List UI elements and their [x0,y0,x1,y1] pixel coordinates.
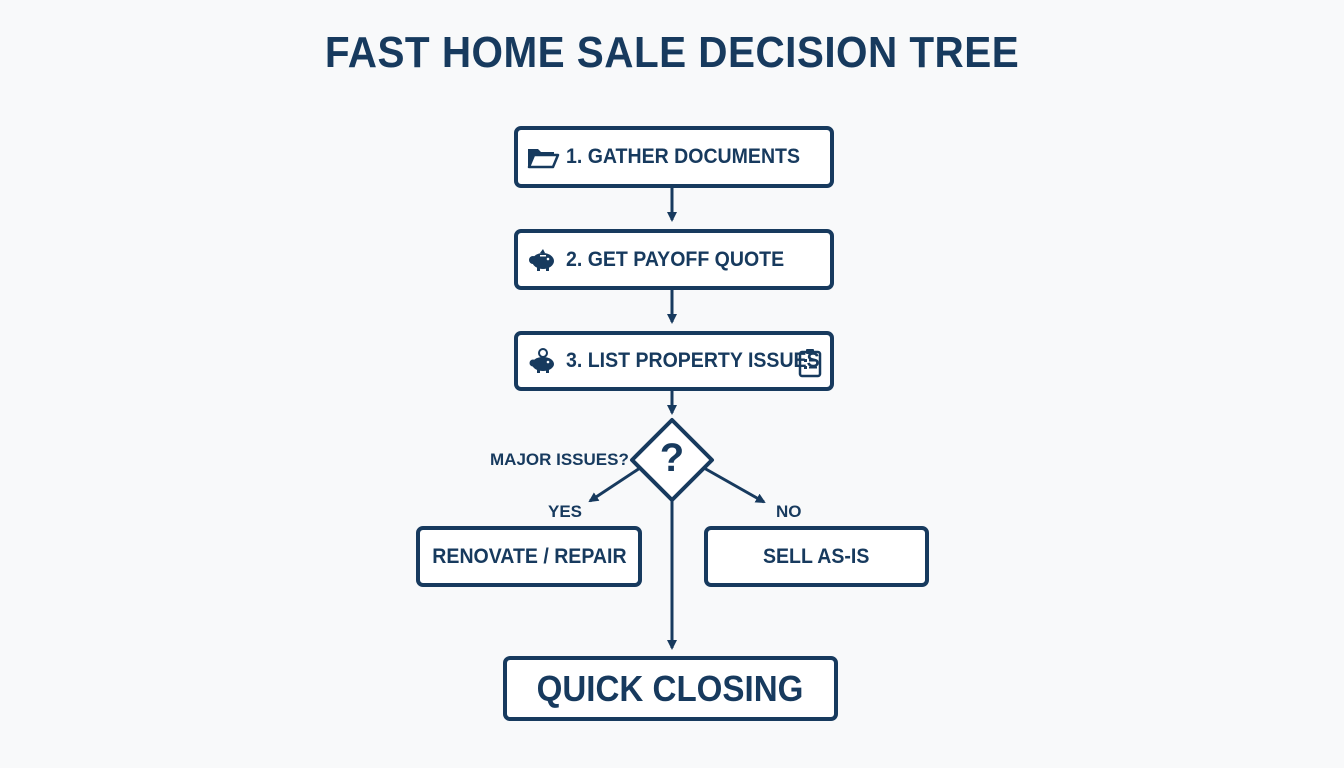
arrow-no [703,466,766,504]
step-label: 3. LIST PROPERTY ISSUES [566,349,820,372]
piggy-bank-coin-icon [526,347,560,375]
diagram-title: FAST HOME SALE DECISION TREE [324,28,1020,77]
outcome-label: SELL AS-IS [763,544,870,568]
step-list-property-issues[interactable]: 3. LIST PROPERTY ISSUES [514,331,834,391]
decision-question: MAJOR ISSUES? [490,450,629,469]
yes-label: YES [548,502,583,521]
piggy-bank-icon [526,246,560,274]
step-get-payoff-quote[interactable]: 2. GET PAYOFF QUOTE [514,229,834,290]
outcome-label: RENOVATE / REPAIR [431,544,627,568]
outcome-renovate-repair[interactable]: RENOVATE / REPAIR [416,526,642,587]
step-label: 2. GET PAYOFF QUOTE [566,247,785,271]
no-label: NO [776,502,802,521]
folder-icon [526,143,560,171]
step-gather-documents[interactable]: 1. GATHER DOCUMENTS [514,126,834,188]
step-label: 1. GATHER DOCUMENTS [566,145,801,168]
clipboard-checklist-icon [796,348,824,378]
outcome-sell-as-is[interactable]: SELL AS-IS [704,526,929,587]
final-quick-closing[interactable]: QUICK CLOSING [503,656,838,721]
final-label: QUICK CLOSING [537,667,804,709]
arrow-yes [588,466,641,503]
question-mark: ? [659,436,685,480]
